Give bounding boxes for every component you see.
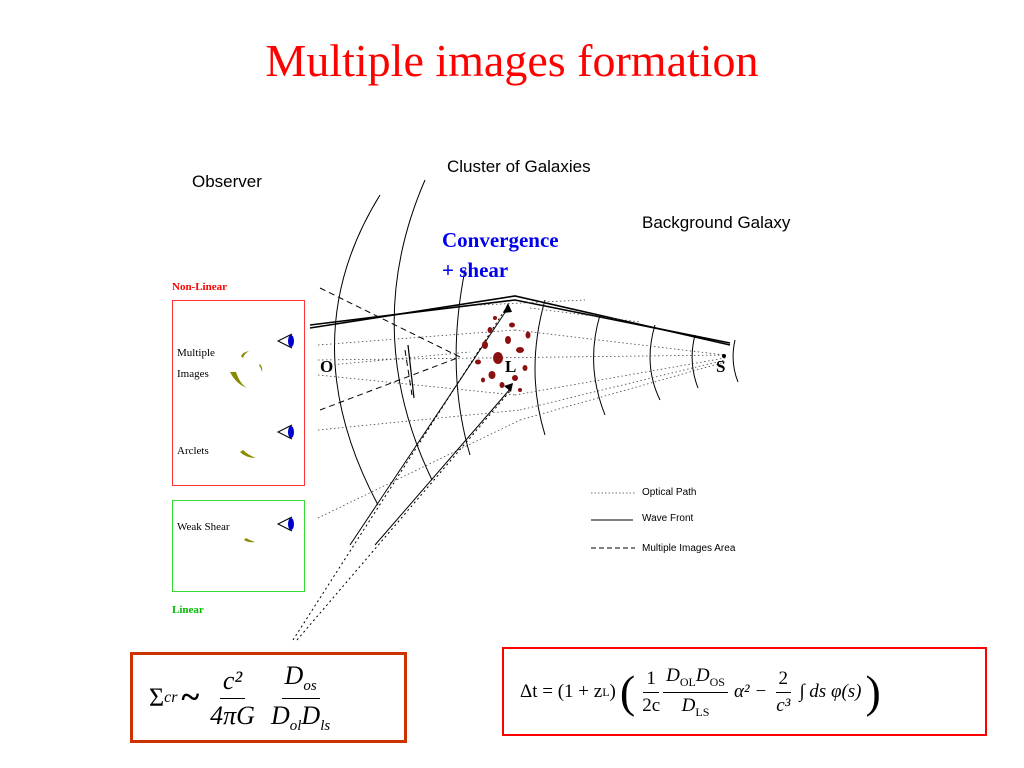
eye-icon: [276, 424, 294, 440]
fraction-numerator: c²: [219, 666, 246, 699]
cluster-label: Cluster of Galaxies: [447, 157, 591, 176]
wave-front-arc: [691, 334, 699, 389]
eye-icon: [276, 516, 294, 532]
wave-front-arc: [534, 299, 546, 436]
wave-front-arc: [593, 314, 606, 416]
nonlinear-box: [172, 300, 305, 486]
background-galaxy-label: Background Galaxy: [642, 213, 791, 232]
legend-wave-text: Wave Front: [642, 513, 694, 524]
fraction-c2-4piG: c² 4πG: [207, 666, 258, 731]
wave-front-arc: [393, 179, 433, 481]
paren-close: ): [609, 681, 616, 702]
source-point-label: S: [716, 357, 726, 376]
convergence-shear-label: Convergence + shear: [442, 225, 559, 285]
wave-fronts: [334, 179, 739, 506]
wave-front-arc: [455, 269, 471, 456]
observer-label: Observer: [192, 172, 262, 191]
nonlinear-label: Non-Linear: [172, 281, 227, 293]
arrow-head-icon: [504, 383, 513, 392]
observer-point-label: O: [320, 357, 334, 376]
big-paren-open: (: [619, 666, 636, 717]
arrow-head-icon: [503, 303, 512, 313]
multiple-label: Multiple: [177, 347, 215, 359]
arclets-label: Arclets: [177, 445, 209, 457]
convergence-text: Convergence: [442, 228, 559, 252]
approx-symbol: ~: [181, 679, 200, 716]
source-point: [722, 354, 726, 358]
integral-term: ∫ ds φ(s): [799, 681, 862, 702]
fraction-dol-dos-dls: DOLDOS DLS: [663, 665, 728, 720]
lensed-images: [230, 351, 263, 543]
long-rays-solid: [349, 307, 512, 546]
linear-label: Linear: [172, 604, 204, 616]
legend-optical-text: Optical Path: [642, 487, 697, 498]
time-delay-lhs: Δt = (1 + z: [520, 681, 603, 702]
page-title: Multiple images formation: [265, 35, 759, 86]
redshift-subscript: L: [602, 684, 610, 699]
cluster-blobs: [475, 316, 531, 392]
lens-point-label: L: [505, 357, 517, 376]
light-path-upper-2: [309, 299, 731, 344]
wave-front-arc: [732, 339, 739, 383]
wave-front-arc: [334, 194, 381, 506]
multiple-images-area: [319, 287, 462, 411]
optical-paths: [317, 299, 726, 519]
long-rays: [292, 304, 512, 641]
linear-box: [172, 500, 305, 592]
wave-front-arc: [649, 324, 661, 401]
images-label: Images: [177, 368, 209, 380]
alpha-term: α² −: [733, 681, 768, 702]
weak-shear-label: Weak Shear: [177, 521, 230, 533]
fraction-denominator: 4πG: [210, 700, 255, 730]
fraction-1-2c: 1 2c: [642, 667, 661, 716]
sigma-subscript: cr: [164, 689, 178, 706]
big-paren-close: ): [865, 666, 881, 717]
legend-area-text: Multiple Images Area: [642, 543, 736, 554]
sigma-symbol: Σ: [149, 683, 165, 712]
fraction-2-c3: 2 c³: [775, 667, 792, 716]
fraction-distances: Dos DolDls: [270, 661, 331, 734]
shear-text: + shear: [442, 258, 509, 282]
eye-icon: [276, 333, 294, 349]
